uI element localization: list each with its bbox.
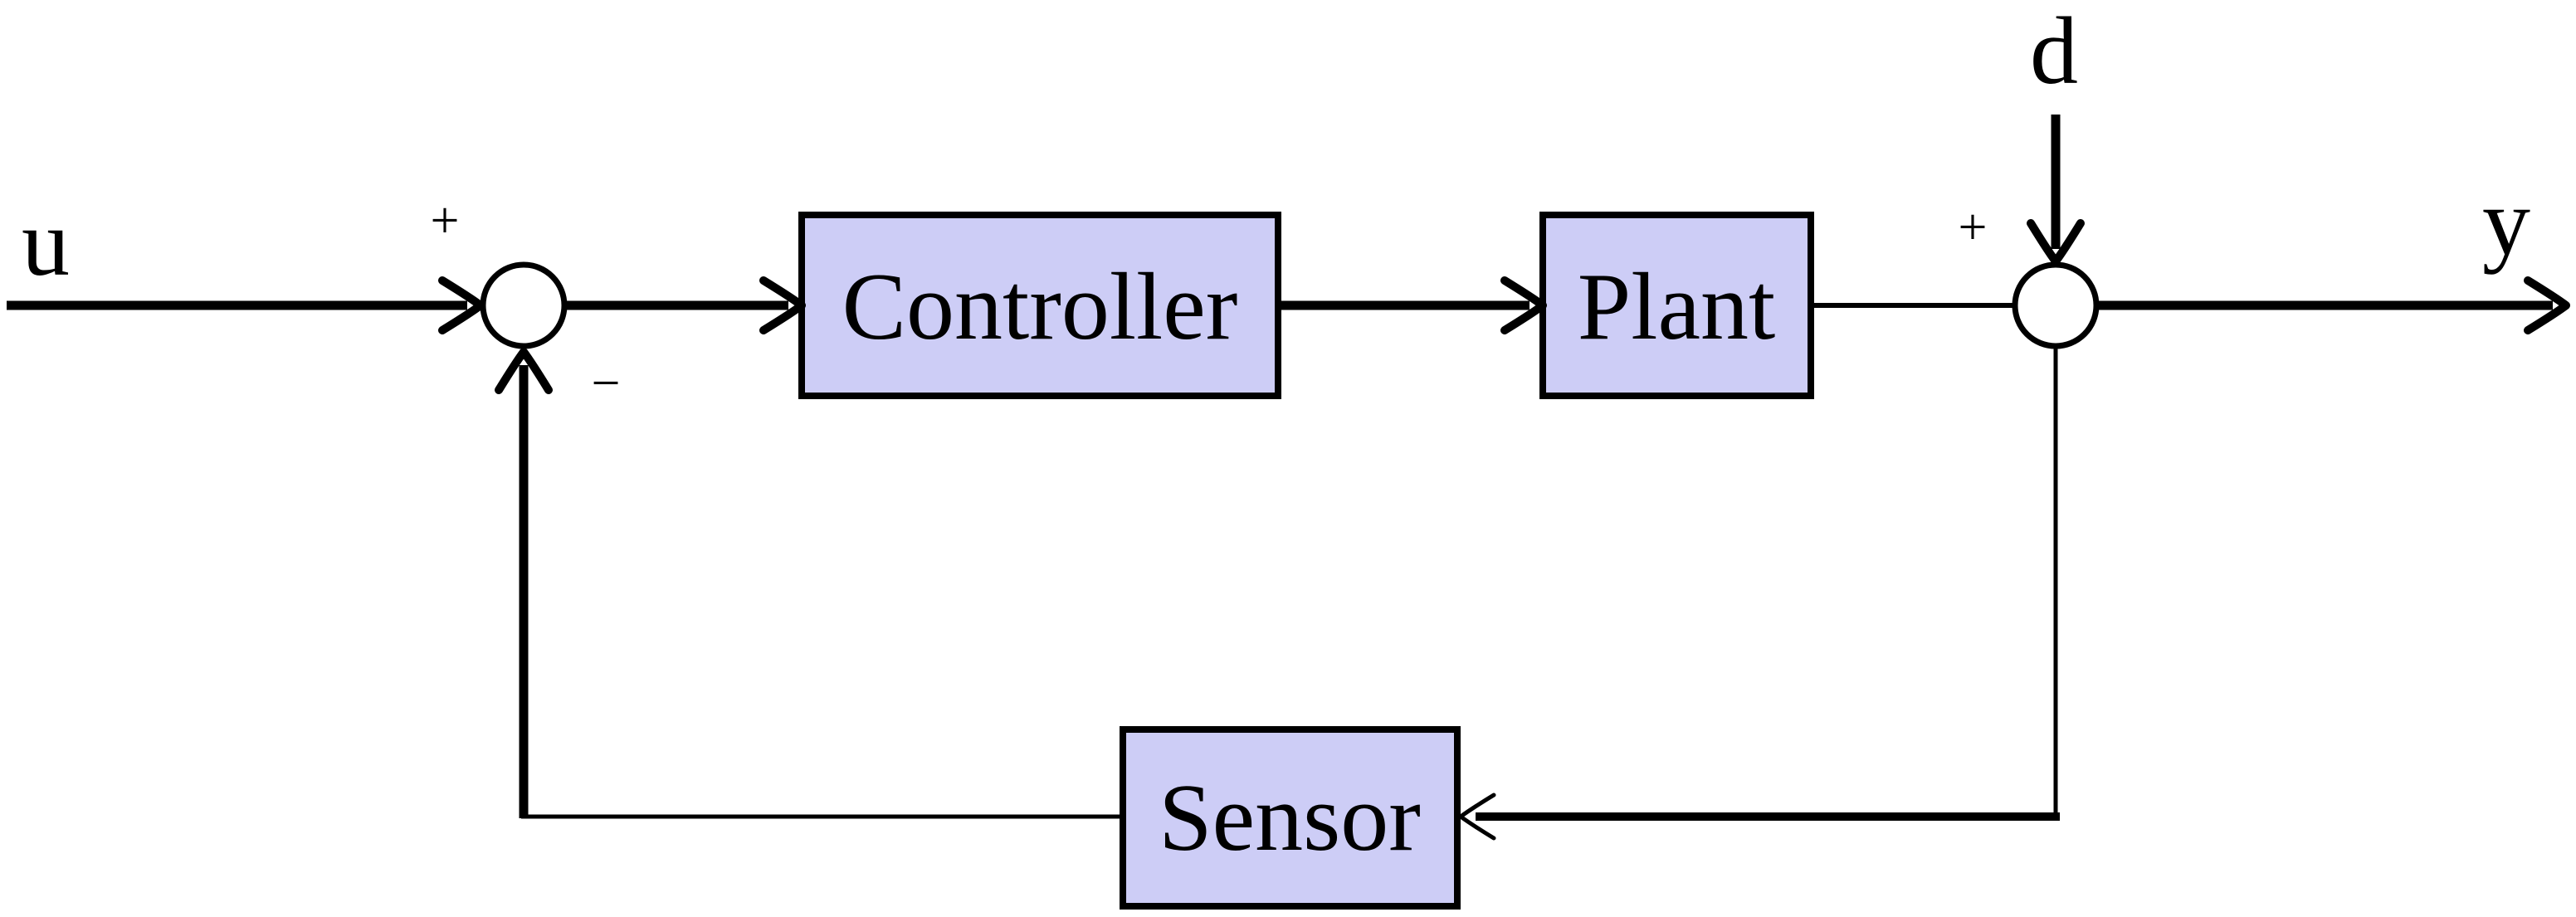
output-y-label: y (2482, 169, 2530, 276)
junction1-plus-sign: + (431, 193, 460, 249)
controller-label: Controller (842, 254, 1238, 360)
junction2-plus-sign: + (1959, 199, 1988, 256)
arrowhead-into-sensor (1458, 793, 1496, 841)
sensor-block (1120, 726, 1461, 910)
sensor-label: Sensor (1159, 765, 1421, 871)
disturbance-d-label: d (2030, 0, 2078, 105)
summing-junction-2 (2012, 261, 2100, 349)
arrowhead-into-junction1-left (438, 276, 485, 334)
summing-junction-1 (480, 261, 568, 349)
arrowhead-into-junction2-top (2027, 219, 2085, 266)
arrowhead-into-junction1-bottom (495, 348, 553, 394)
input-u-label: u (22, 190, 70, 296)
arrowhead-output-y (2524, 276, 2570, 334)
plant-label: Plant (1578, 254, 1775, 360)
junction1-minus-sign: − (592, 355, 621, 412)
arrowhead-into-plant (1500, 276, 1547, 334)
controller-block (798, 212, 1281, 399)
arrowhead-into-controller (759, 276, 806, 334)
